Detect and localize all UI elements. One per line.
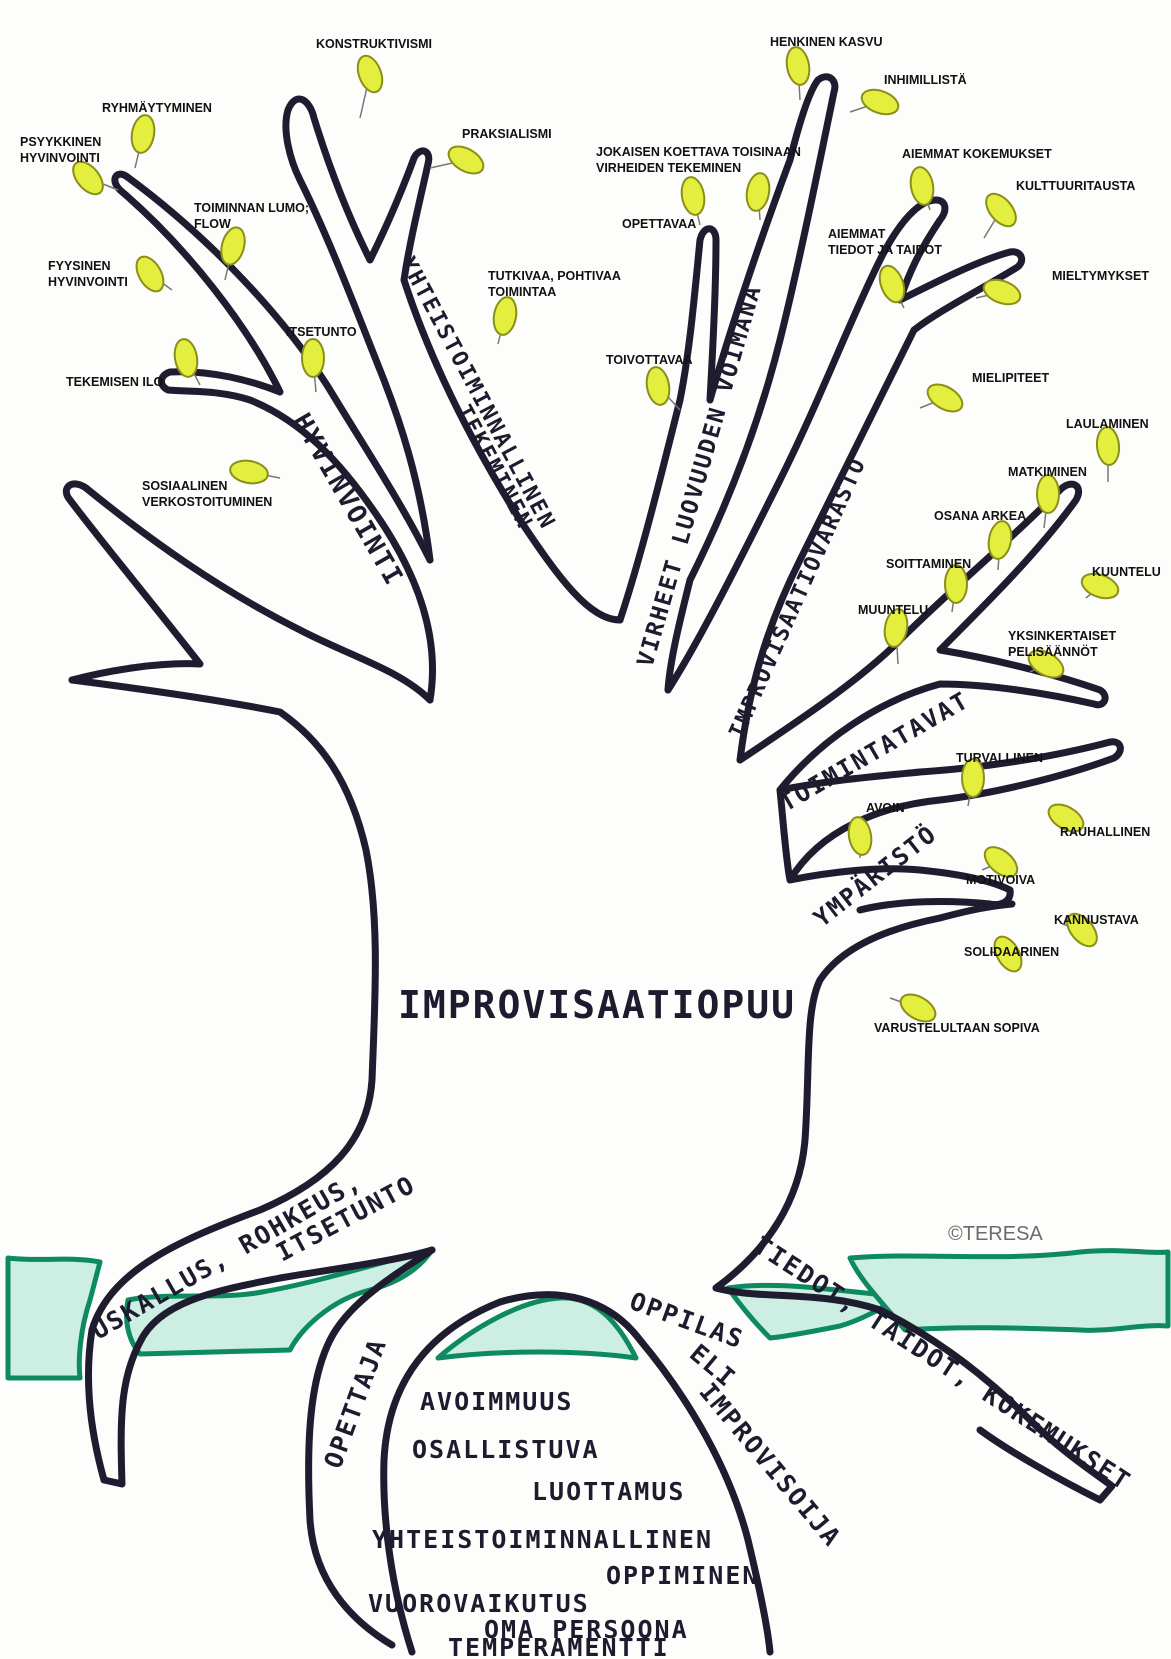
leaf-label-kuuntelu: KUUNTELU: [1092, 565, 1161, 579]
leaf-icon: [846, 815, 874, 858]
leaf-icon: [850, 85, 902, 119]
diagram-title: IMPROVISAATIOPUU: [398, 983, 796, 1027]
leaf-icon: [986, 519, 1014, 570]
leaf-label-jokaisen: JOKAISEN KOETTAVA TOISINAAN: [596, 145, 801, 159]
leaf-label-ryhmaytyminen: RYHMÄYTYMINEN: [102, 100, 212, 115]
leaf-label-varustelultaan-sopiva: VARUSTELULTAAN SOPIVA: [874, 1021, 1040, 1035]
leaf-label-sosiaalinen: SOSIAALINEN: [142, 479, 227, 493]
branch-label-varasto: IMPROVISAATIOVARASTO: [725, 454, 872, 743]
leaf-icon: [172, 337, 200, 385]
leaf-label-toivottavaa: TOIVOTTAVAA: [606, 353, 693, 367]
leaf-label-aiemmat: AIEMMAT: [828, 227, 886, 241]
root-label-oppilas-3: IMPROVISOIJA: [693, 1377, 847, 1552]
leaf-shape: [302, 339, 324, 377]
leaf-icon: [131, 252, 172, 296]
leaf-icon: [945, 565, 967, 612]
leaf-shape: [784, 45, 812, 86]
leaf-label-mielipiteet: MIELIPITEET: [972, 371, 1049, 385]
leaf-label-tekemisen-ilo: TEKEMISEN ILO: [66, 375, 164, 389]
leaf-shape: [679, 175, 707, 216]
leaf-label-mieltymykset: MIELTYMYKSET: [1052, 269, 1149, 283]
branch-label-hyvinvointi: HYVINVOINTI: [286, 409, 409, 592]
leaf-icon: [644, 365, 680, 410]
leaf-label-turvallinen: TURVALLINEN: [956, 751, 1043, 765]
branch-label-virheet: VIRHEET LUOVUUDEN VOIMANA: [633, 282, 767, 670]
leaf-label-itsetunto: ITSETUNTO: [286, 325, 357, 339]
leaf-label-tutkivaa: TUTKIVAA, POHTIVAA: [488, 269, 621, 283]
core-item-yhteistoiminnallinen: YHTEISTOIMINNALLINEN: [372, 1525, 713, 1554]
leaf-shape: [444, 141, 488, 179]
leaf-label-soittaminen: SOITTAMINEN: [886, 557, 971, 571]
leaf-label-pelisaannot: PELISÄÄNNÖT: [1008, 644, 1098, 659]
leaf-shape: [644, 365, 672, 406]
leaf-label-konstruktivismi: KONSTRUKTIVISMI: [316, 37, 432, 51]
leaf-icon: [1037, 475, 1059, 528]
leaf-shape: [129, 113, 157, 154]
leaf-label-praksialismi: PRAKSIALISMI: [462, 127, 552, 141]
leaf-shape: [923, 379, 967, 417]
leaf-label-rauhallinen: RAUHALLINEN: [1060, 825, 1150, 839]
leaf-label-osana-arkea: OSANA ARKEA: [934, 509, 1026, 523]
leaf-label-kulttuuritausta: KULTTUURITAUSTA: [1016, 179, 1135, 193]
leaf-label-toimintaa: TOIMINTAA: [488, 285, 556, 299]
leaf-shape: [744, 171, 772, 212]
leaf-label-opettavaa: OPETTAVAA: [622, 217, 696, 231]
leaf-label-motivoiva: MOTIVOIVA: [966, 873, 1035, 887]
leaf-icon: [491, 295, 519, 344]
leaf-label-hyvinvointi-2: HYVINVOINTI: [48, 275, 128, 289]
leaf-label-matkiminen: MATKIMINEN: [1008, 465, 1087, 479]
copyright-mark: ©TERESA: [948, 1223, 1043, 1245]
core-item-avoimmuus: AVOIMMUUS: [420, 1387, 573, 1416]
core-item-luottamus: LUOTTAMUS: [532, 1477, 685, 1506]
leaf-shape: [846, 815, 874, 856]
leaf-label-laulaminen: LAULAMINEN: [1066, 417, 1149, 431]
leaf-shape: [491, 295, 519, 336]
leaf-label-avoin: AVOIN: [866, 801, 905, 815]
leaf-label-muuntelu: MUUNTELU: [858, 603, 928, 617]
leaf-icon: [980, 188, 1021, 238]
leaf-label-flow: FLOW: [194, 217, 231, 231]
leaf-shape: [980, 275, 1023, 309]
leaf-shape: [980, 188, 1021, 231]
leaf-icon: [228, 458, 280, 486]
leaf-label-psyykkinen: PSYYKKINEN: [20, 135, 101, 149]
leaf-icon: [1095, 426, 1120, 482]
leaf-shape: [1037, 475, 1059, 513]
leaf-label-solidaarinen: SOLIDAARINEN: [964, 945, 1059, 959]
leaf-label-aiemmat-kokemukset: AIEMMAT KOKEMUKSET: [902, 147, 1052, 161]
leaf-icon: [302, 339, 324, 392]
leaves: [67, 45, 1121, 1027]
core-item-temperamentti: TEMPERAMENTTI: [448, 1633, 670, 1659]
leaf-label-tiedot-ja-taidot: TIEDOT JA TAIDOT: [828, 243, 942, 257]
leaf-label-virheiden: VIRHEIDEN TEKEMINEN: [596, 161, 741, 175]
leaf-shape: [858, 85, 901, 119]
leaf-label-henkinen-kasvu: HENKINEN KASVU: [770, 35, 883, 49]
leaf-label-kannustava: KANNUSTAVA: [1054, 913, 1139, 927]
leaf-icon: [976, 275, 1024, 309]
leaf-label-inhimillista: INHIMILLISTÄ: [884, 72, 967, 87]
leaf-label-fyysinen: FYYSINEN: [48, 259, 111, 273]
leaf-shape: [353, 52, 387, 95]
leaf-shape: [228, 458, 269, 486]
core-item-oppiminen: OPPIMINEN: [606, 1561, 759, 1590]
leaf-label-hyvinvointi-1: HYVINVOINTI: [20, 151, 100, 165]
tree-outline: [66, 77, 1120, 1652]
core-item-osallistuva: OSALLISTUVA: [412, 1435, 600, 1464]
leaf-label-toiminnan-lumo: TOIMINNAN LUMO;: [194, 201, 309, 215]
leaf-shape: [986, 519, 1014, 560]
leaf-icon: [129, 113, 157, 168]
leaf-icon: [430, 141, 488, 179]
leaf-icon: [353, 52, 387, 118]
core-item-vuorovaikutus: VUOROVAIKUTUS: [368, 1589, 590, 1618]
leaf-label-verkostoituminen: VERKOSTOITUMINEN: [142, 495, 272, 509]
leaf-shape: [908, 165, 936, 206]
leaf-icon: [920, 379, 967, 417]
leaf-shape: [1095, 426, 1120, 466]
leaf-label-yksinkertaiset: YKSINKERTAISET: [1008, 629, 1116, 643]
leaf-shape: [131, 252, 169, 296]
